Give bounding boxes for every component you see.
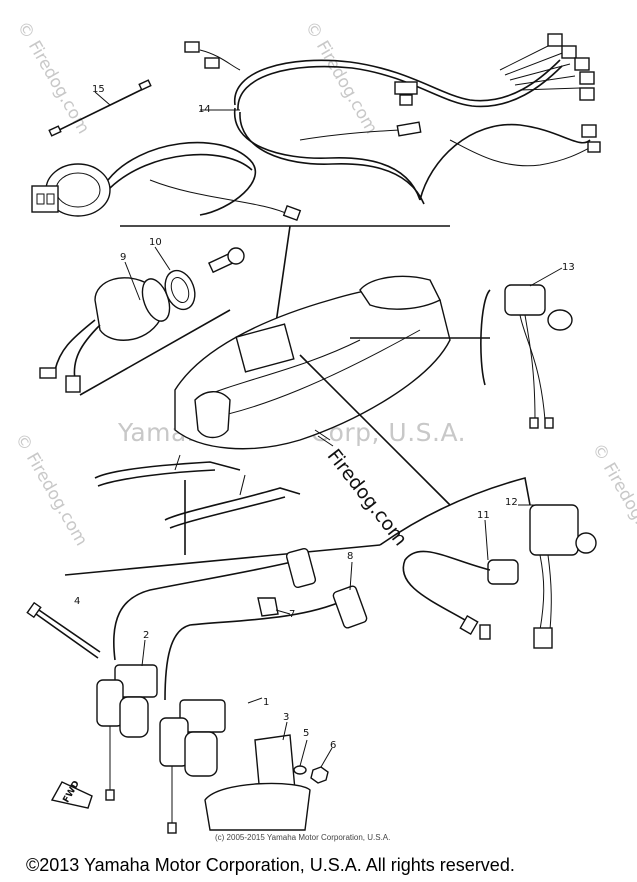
tail-light-assembly [31, 141, 302, 221]
bolt-4 [26, 601, 101, 659]
fine-copyright: (c) 2005-2015 Yamaha Motor Corporation, … [215, 833, 391, 842]
plug-cap-8 [113, 547, 368, 701]
part-number-12: 12 [505, 497, 518, 508]
part-number-3: 3 [283, 712, 290, 723]
washer-5 [293, 765, 307, 775]
wire-harness-14 [184, 33, 601, 205]
part-number-10: 10 [149, 237, 162, 248]
part-number-14: 14 [198, 104, 211, 115]
part-number-6: 6 [330, 740, 337, 751]
handlebar-switch-11-12 [402, 504, 597, 649]
part-number-4: 4 [74, 596, 81, 607]
ignition-coil-2 [96, 664, 158, 801]
part-number-15: 15 [92, 84, 105, 95]
main-switch-9-10 [39, 246, 245, 393]
part-number-2: 2 [143, 630, 150, 641]
bracket-3 [204, 734, 311, 831]
ignition-coil-1 [159, 699, 226, 834]
footer-copyright: ©2013 Yamaha Motor Corporation, U.S.A. A… [26, 855, 515, 875]
nut-6 [310, 766, 329, 784]
part-number-7: 7 [289, 609, 296, 620]
part-number-1: 1 [263, 697, 270, 708]
part-number-9: 9 [120, 252, 127, 263]
part-number-8: 8 [347, 551, 354, 562]
fwd-arrow [50, 781, 93, 809]
switch-13 [504, 284, 573, 429]
part-number-13: 13 [562, 262, 575, 273]
lead-wire-15 [48, 79, 152, 137]
leader-lines [141, 267, 563, 768]
part-number-5: 5 [303, 728, 310, 739]
part-number-11: 11 [477, 510, 490, 521]
